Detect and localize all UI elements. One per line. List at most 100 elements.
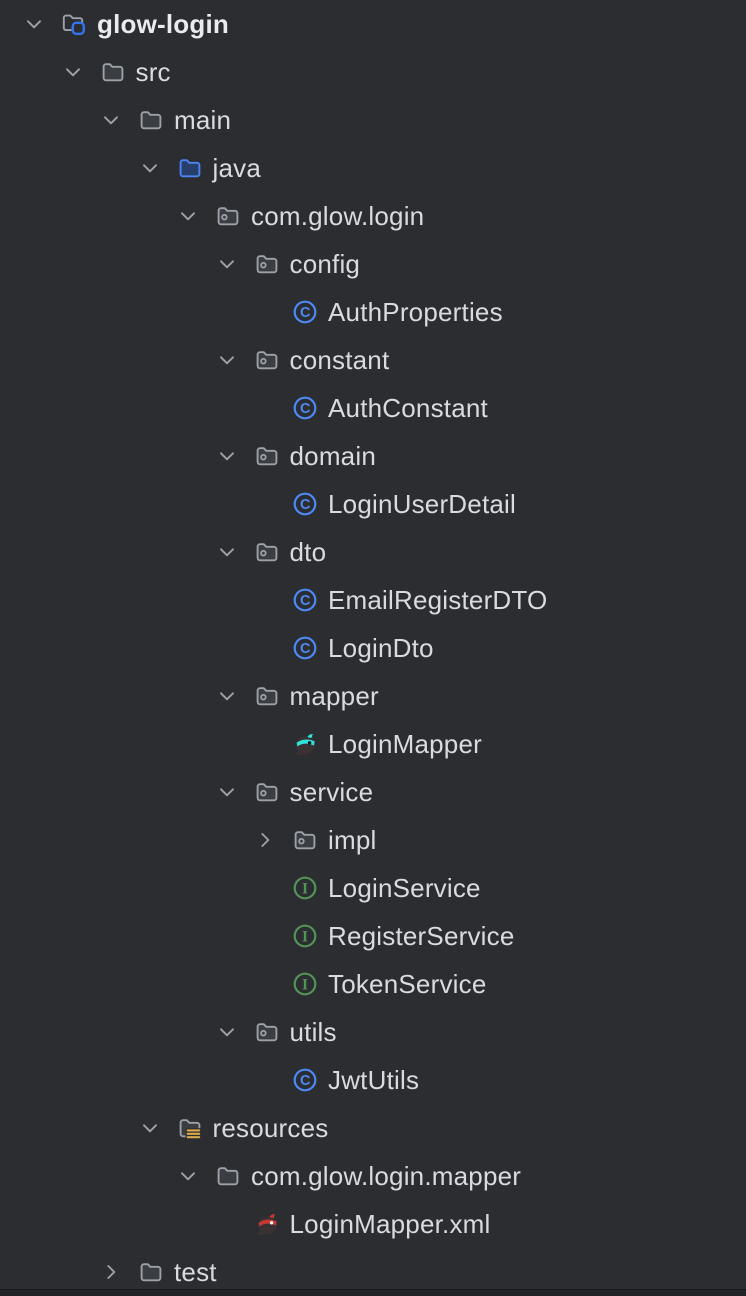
- svg-text:C: C: [300, 641, 311, 657]
- svg-text:C: C: [300, 305, 311, 321]
- folder-icon: [138, 1259, 164, 1285]
- tree-row-utils[interactable]: utils: [0, 1008, 746, 1056]
- tree-item-label: LoginService: [328, 872, 481, 903]
- java-class-icon: C: [292, 1067, 318, 1093]
- java-interface-icon: I: [292, 971, 318, 997]
- chevron-expanded-icon[interactable]: [215, 1020, 239, 1044]
- tree-row-com-glow-login-mapper[interactable]: com.glow.login.mapper: [0, 1152, 746, 1200]
- tree-item-label: constant: [289, 344, 390, 375]
- chevron-expanded-icon[interactable]: [138, 156, 162, 180]
- tree-row-jwtutils[interactable]: C JwtUtils: [0, 1056, 746, 1104]
- chevron-placeholder: [253, 636, 277, 660]
- java-class-icon: C: [292, 299, 318, 325]
- chevron-expanded-icon[interactable]: [22, 12, 46, 36]
- tree-item-label: config: [289, 248, 361, 279]
- tree-row-service[interactable]: service: [0, 768, 746, 816]
- java-class-icon: C: [292, 587, 318, 613]
- package-folder-icon: [254, 539, 280, 565]
- tree-item-label: utils: [289, 1016, 337, 1047]
- chevron-expanded-icon[interactable]: [176, 204, 200, 228]
- tree-row-loginuserdetail[interactable]: C LoginUserDetail: [0, 480, 746, 528]
- tree-item-label: EmailRegisterDTO: [328, 584, 548, 615]
- tree-item-label: domain: [289, 440, 376, 471]
- chevron-expanded-icon[interactable]: [215, 684, 239, 708]
- tree-row-constant[interactable]: constant: [0, 336, 746, 384]
- package-folder-icon: [215, 203, 241, 229]
- tree-item-label: LoginUserDetail: [328, 488, 516, 519]
- java-interface-icon: I: [292, 923, 318, 949]
- tree-item-label: JwtUtils: [328, 1064, 420, 1095]
- chevron-collapsed-icon[interactable]: [253, 828, 277, 852]
- chevron-placeholder: [253, 300, 277, 324]
- tree-row-registerservice[interactable]: I RegisterService: [0, 912, 746, 960]
- tree-row-dto[interactable]: dto: [0, 528, 746, 576]
- folder-icon: [215, 1163, 241, 1189]
- package-folder-icon: [254, 779, 280, 805]
- tree-item-label: AuthProperties: [328, 296, 503, 327]
- tree-row-config[interactable]: config: [0, 240, 746, 288]
- tree-row-tokenservice[interactable]: I TokenService: [0, 960, 746, 1008]
- tree-item-label: glow-login: [97, 8, 229, 39]
- tree-row-resources[interactable]: resources: [0, 1104, 746, 1152]
- tree-row-impl[interactable]: impl: [0, 816, 746, 864]
- tree-item-label: RegisterService: [328, 920, 515, 951]
- tree-row-domain[interactable]: domain: [0, 432, 746, 480]
- chevron-expanded-icon[interactable]: [215, 252, 239, 276]
- chevron-expanded-icon[interactable]: [138, 1116, 162, 1140]
- chevron-expanded-icon[interactable]: [176, 1164, 200, 1188]
- tree-row-glow-login[interactable]: glow-login: [0, 0, 746, 48]
- chevron-expanded-icon[interactable]: [61, 60, 85, 84]
- mybatis-bird-teal-icon: [292, 731, 318, 757]
- java-class-icon: C: [292, 491, 318, 517]
- tree-row-loginmapper-xml[interactable]: LoginMapper.xml: [0, 1200, 746, 1248]
- chevron-expanded-icon[interactable]: [215, 348, 239, 372]
- tree-row-loginmapper[interactable]: LoginMapper: [0, 720, 746, 768]
- svg-text:C: C: [300, 497, 311, 513]
- tree-item-label: LoginDto: [328, 632, 434, 663]
- tree-row-loginservice[interactable]: I LoginService: [0, 864, 746, 912]
- tree-item-label: resources: [212, 1112, 329, 1143]
- package-folder-icon: [254, 683, 280, 709]
- tree-item-label: com.glow.login: [251, 200, 425, 231]
- tree-row-emailregisterdto[interactable]: C EmailRegisterDTO: [0, 576, 746, 624]
- svg-text:C: C: [300, 1073, 311, 1089]
- tree-row-java[interactable]: java: [0, 144, 746, 192]
- chevron-placeholder: [253, 924, 277, 948]
- tree-row-test[interactable]: test: [0, 1248, 746, 1296]
- package-folder-icon: [254, 443, 280, 469]
- tree-item-label: LoginMapper: [328, 728, 482, 759]
- tree-row-src[interactable]: src: [0, 48, 746, 96]
- tree-row-authconstant[interactable]: C AuthConstant: [0, 384, 746, 432]
- tree-item-label: test: [174, 1256, 217, 1287]
- tree-row-main[interactable]: main: [0, 96, 746, 144]
- resources-folder-icon: [177, 1115, 203, 1141]
- chevron-placeholder: [253, 876, 277, 900]
- tree-item-label: dto: [289, 536, 327, 567]
- tree-row-com-glow-login[interactable]: com.glow.login: [0, 192, 746, 240]
- chevron-placeholder: [253, 492, 277, 516]
- java-class-icon: C: [292, 635, 318, 661]
- svg-text:I: I: [302, 976, 308, 993]
- package-folder-icon: [254, 347, 280, 373]
- tree-row-mapper[interactable]: mapper: [0, 672, 746, 720]
- chevron-expanded-icon[interactable]: [215, 780, 239, 804]
- tree-item-label: main: [174, 104, 232, 135]
- chevron-collapsed-icon[interactable]: [99, 1260, 123, 1284]
- tree-item-label: com.glow.login.mapper: [251, 1160, 522, 1191]
- chevron-placeholder: [253, 732, 277, 756]
- tree-row-logindto[interactable]: C LoginDto: [0, 624, 746, 672]
- java-class-icon: C: [292, 395, 318, 421]
- chevron-placeholder: [215, 1212, 239, 1236]
- tree-row-authproperties[interactable]: C AuthProperties: [0, 288, 746, 336]
- tree-item-label: java: [212, 152, 261, 183]
- chevron-expanded-icon[interactable]: [215, 444, 239, 468]
- package-folder-icon: [254, 251, 280, 277]
- panel-bottom-edge: [0, 1289, 746, 1296]
- chevron-expanded-icon[interactable]: [99, 108, 123, 132]
- svg-text:I: I: [302, 928, 308, 945]
- tree-item-label: LoginMapper.xml: [289, 1208, 491, 1239]
- chevron-placeholder: [253, 1068, 277, 1092]
- java-interface-icon: I: [292, 875, 318, 901]
- chevron-expanded-icon[interactable]: [215, 540, 239, 564]
- source-root-folder-icon: [177, 155, 203, 181]
